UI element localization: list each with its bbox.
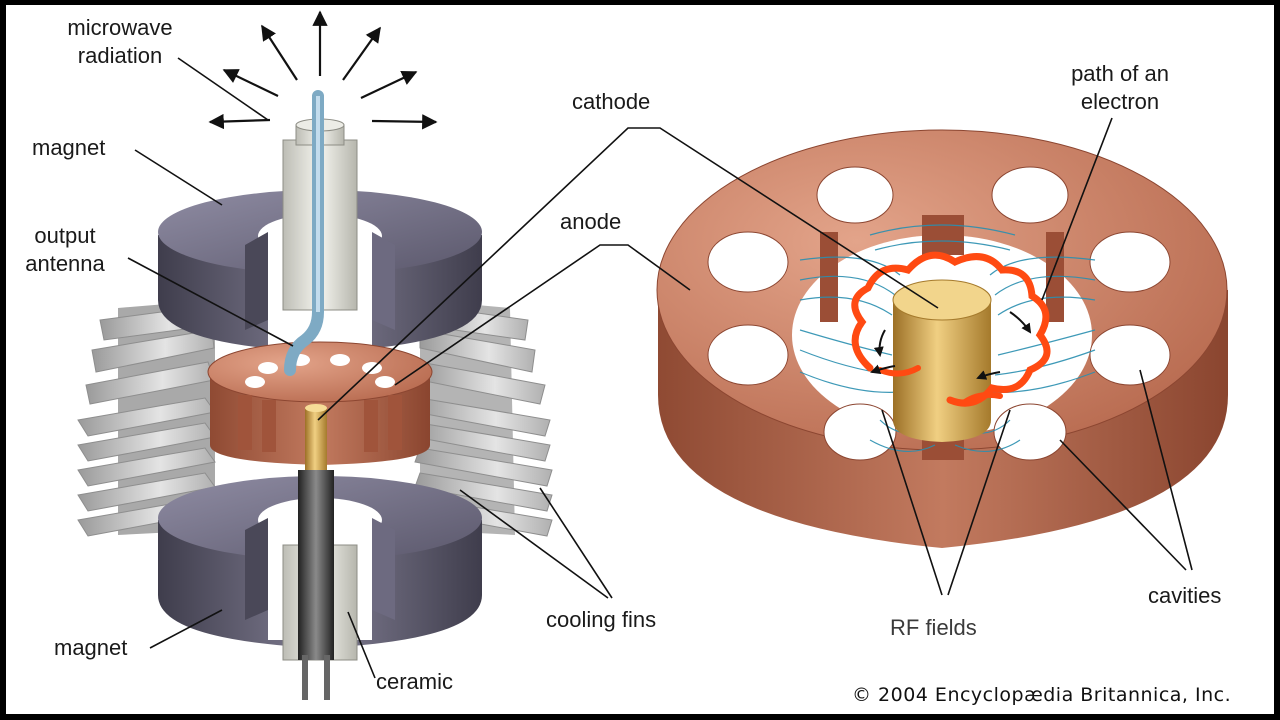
label-anode: anode — [560, 209, 622, 234]
label-ceramic: ceramic — [376, 669, 454, 694]
label-cavities: cavities — [1148, 583, 1222, 608]
label-microwave-radiation: microwave radiation — [67, 15, 173, 68]
central-cathode — [892, 279, 992, 442]
label-cathode: cathode — [572, 89, 651, 114]
label-output-antenna: output antenna — [25, 223, 105, 276]
radiation-arrows — [208, 10, 438, 130]
output-antenna-wire — [284, 90, 324, 376]
leader-lines — [127, 57, 1193, 679]
label-rf-fields: RF fields — [890, 615, 977, 640]
cathode-post — [305, 408, 327, 470]
magnetron-cutaway — [77, 10, 553, 700]
anode-block — [656, 129, 1228, 548]
label-magnet-bottom: magnet — [54, 635, 128, 660]
electron-path — [851, 251, 1051, 407]
copyright-notice: © 2004 Encyclopædia Britannica, Inc. — [852, 684, 1232, 706]
label-cooling-fins: cooling fins — [546, 607, 657, 632]
label-magnet-top: magnet — [32, 135, 106, 160]
ceramic-insulator — [282, 470, 358, 700]
label-path-of-electron: path of an electron — [1071, 61, 1169, 114]
cavity-holes — [707, 166, 1171, 461]
electron-direction-arrows — [870, 311, 1032, 380]
